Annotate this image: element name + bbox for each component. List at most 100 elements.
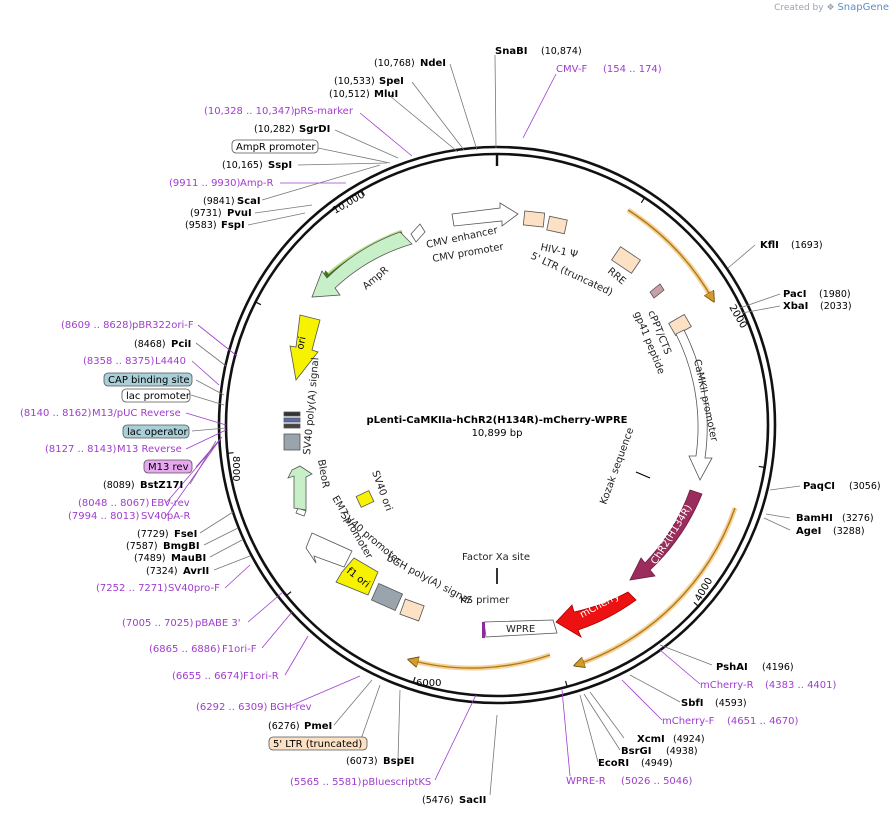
ori-arrow <box>289 314 321 381</box>
plasmid-center-label: pLenti-CaMKIIa-hChR2(H134R)-mCherry-WPRE… <box>366 415 627 439</box>
site-sacii: (5476)SacII <box>422 795 486 806</box>
svg-text:F1ori-R: F1ori-R <box>243 671 279 682</box>
em7-arrow <box>295 507 307 517</box>
svg-text:KflI: KflI <box>760 240 779 251</box>
svg-text:(8127 .. 8143): (8127 .. 8143) <box>45 444 117 455</box>
rre-box <box>611 246 641 274</box>
primer-cmv-f: CMV-F(154 .. 174) <box>556 64 662 75</box>
svg-text:(10,533): (10,533) <box>334 76 375 87</box>
ltr-box <box>546 215 568 235</box>
svg-text:(154 .. 174): (154 .. 174) <box>603 64 662 75</box>
svg-text:(5565 .. 5581): (5565 .. 5581) <box>290 777 362 788</box>
svg-text:SgrDI: SgrDI <box>299 124 330 135</box>
svg-text:M13 rev: M13 rev <box>148 462 189 473</box>
site-spei: (10,533)SpeI <box>334 76 404 87</box>
svg-text:PaqCI: PaqCI <box>803 481 835 492</box>
credit-prefix: Created by <box>774 3 824 13</box>
svg-text:(6655 .. 6674): (6655 .. 6674) <box>172 671 244 682</box>
primer-m13-puc-reverse: (8140 .. 8162)M13/pUC Reverse <box>20 408 181 419</box>
svg-text:(6292 .. 6309): (6292 .. 6309) <box>196 702 268 713</box>
scale-tick <box>360 190 366 196</box>
site-paqci: PaqCI (3056) <box>803 481 881 492</box>
svg-text:SbfI: SbfI <box>681 698 703 709</box>
svg-text:MauBI: MauBI <box>171 553 206 564</box>
svg-text:FseI: FseI <box>174 529 197 540</box>
sv40-polya-small1 <box>283 411 301 417</box>
label-bleor: BleoR <box>315 459 331 489</box>
label-ampr: AmpR <box>361 265 391 293</box>
svg-text:(1980): (1980) <box>819 289 851 300</box>
primer-bgh-rev: (6292 .. 6309)BGH-rev <box>196 702 312 713</box>
primer-pbr322ori-f: (8609 .. 8628)pBR322ori-F <box>61 320 194 331</box>
svg-text:(9731): (9731) <box>190 208 222 219</box>
svg-text:MluI: MluI <box>374 89 398 100</box>
svg-text:XbaI: XbaI <box>783 301 808 312</box>
cmv-small-arrow <box>410 223 426 243</box>
svg-text:(6073): (6073) <box>346 756 378 767</box>
svg-text:mCherry-R: mCherry-R <box>700 680 754 691</box>
primer-mcherry-r: mCherry-R (4383 .. 4401) <box>700 680 837 691</box>
svg-text:(4938): (4938) <box>666 746 698 757</box>
svg-text:L4440: L4440 <box>155 356 186 367</box>
sv40-polya-small2 <box>283 417 301 423</box>
primer-ebv-rev: (8048 .. 8067)EBV-rev <box>78 498 190 509</box>
svg-text:BmgBI: BmgBI <box>163 541 200 552</box>
ks-primer-mark <box>482 622 485 638</box>
f1-ori-arrow <box>335 557 379 596</box>
site-fsei: (7729) FseI <box>137 529 197 540</box>
boxed-5ltr-truncated: 5' LTR (truncated) <box>268 736 368 751</box>
svg-text:PciI: PciI <box>171 339 191 350</box>
svg-text:PvuI: PvuI <box>227 208 252 219</box>
scale-tick <box>255 301 262 306</box>
svg-text:pRS-marker: pRS-marker <box>294 106 354 117</box>
scale-tick <box>758 465 765 468</box>
ampr-arrow <box>311 231 413 298</box>
site-snabi: SnaBI(10,874) <box>495 46 582 57</box>
svg-text:(5026 .. 5046): (5026 .. 5046) <box>621 776 693 787</box>
svg-text:ScaI: ScaI <box>237 196 261 207</box>
scale-tick <box>738 314 745 318</box>
svg-text:(7252 .. 7271): (7252 .. 7271) <box>96 583 168 594</box>
svg-text:(10,328 .. 10,347): (10,328 .. 10,347) <box>204 106 295 117</box>
primer-sv40pro-f: (7252 .. 7271)SV40pro-F <box>96 583 220 594</box>
svg-text:PacI: PacI <box>783 289 806 300</box>
svg-text:lac operator: lac operator <box>127 427 188 438</box>
svg-text:F1ori-F: F1ori-F <box>222 644 257 655</box>
svg-text:lac promoter: lac promoter <box>126 391 191 402</box>
site-bmgbi: (7587)BmgBI <box>126 541 200 552</box>
svg-text:(7729): (7729) <box>137 529 169 540</box>
snapgene-credit: Created by ❖ SnapGene <box>774 2 889 13</box>
primer-l4440: (8358 .. 8375)L4440 <box>83 356 186 367</box>
site-xbai: XbaI (2033) <box>783 301 852 312</box>
svg-text:BstZ17I: BstZ17I <box>140 480 183 491</box>
primer-prs-marker: (10,328 .. 10,347)pRS-marker <box>204 106 354 117</box>
site-paci: PacI (1980) <box>783 289 851 300</box>
site-pshai: PshAI(4196) <box>716 662 794 673</box>
label-chr2: ChR2(H134R) <box>649 503 694 567</box>
leader-lines <box>165 54 801 796</box>
scale-tick <box>286 591 292 597</box>
svg-text:SnaBI: SnaBI <box>495 46 527 57</box>
scale-tick <box>640 197 646 204</box>
svg-text:(9583): (9583) <box>185 220 217 231</box>
site-scai: (9841)ScaI <box>203 196 261 207</box>
primer-mcherry-f: mCherry-F(4651 .. 4670) <box>662 716 799 727</box>
scale-tick <box>227 452 234 454</box>
svg-text:SacII: SacII <box>459 795 486 806</box>
svg-text:WPRE-R: WPRE-R <box>566 776 606 787</box>
svg-text:(4383 .. 4401): (4383 .. 4401) <box>765 680 837 691</box>
svg-text:pBR322ori-F: pBR322ori-F <box>132 320 194 331</box>
tick-label-6000: 6000 <box>416 678 441 689</box>
site-avrii: (7324)AvrII <box>146 566 209 577</box>
boxed-lac-operator: lac operator <box>122 424 190 439</box>
svg-text:(10,768): (10,768) <box>374 58 415 69</box>
label-rre: RRE <box>605 266 628 287</box>
svg-text:(2033): (2033) <box>820 301 852 312</box>
sv40-polya-small3 <box>283 423 301 429</box>
site-sgrdi: (10,282)SgrDI <box>254 124 330 135</box>
svg-text:(3056): (3056) <box>849 481 881 492</box>
svg-text:BspEI: BspEI <box>383 756 414 767</box>
label-factor-xa: Factor Xa site <box>462 552 530 563</box>
scale-tick <box>412 676 416 683</box>
svg-text:(7489): (7489) <box>134 553 166 564</box>
